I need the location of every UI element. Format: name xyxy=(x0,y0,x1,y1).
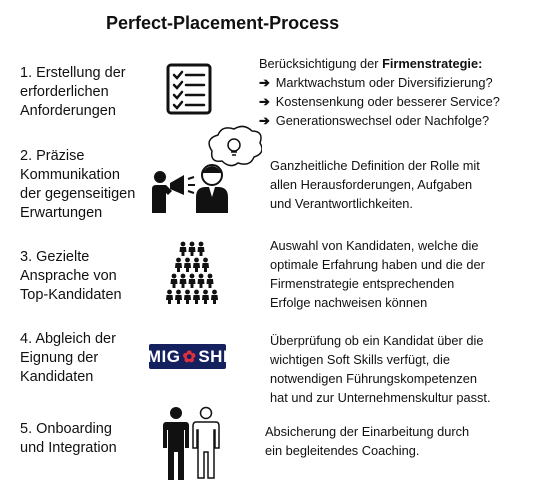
arrow-right-icon: ➔ xyxy=(259,94,270,109)
page-title: Perfect-Placement-Process xyxy=(106,13,340,33)
desc2-line-3: und Verantwortlichkeiten. xyxy=(270,196,413,211)
two-people-icon xyxy=(163,406,220,480)
arrow-right-icon: ➔ xyxy=(259,113,270,128)
crowd-person xyxy=(188,273,196,288)
step-5-line-2: und Integration xyxy=(20,440,117,456)
crowd-person xyxy=(197,273,205,288)
step-3-label: 3. Gezielte Ansprache von Top-Kandidaten xyxy=(20,248,122,305)
strategy-bullet-1: Marktwachstum oder Diversifizierung? xyxy=(275,75,493,90)
megaphone-people-icon xyxy=(152,125,262,213)
crowd-person xyxy=(188,241,196,256)
step-2-label: 2. Präzise Kommunikation der gegenseitig… xyxy=(20,147,135,223)
logo-left-text: MIG xyxy=(146,346,181,366)
step-3-description: Auswahl von Kandidaten, welche die optim… xyxy=(270,236,485,312)
crowd-person xyxy=(206,273,214,288)
step-2-line-2: Kommunikation xyxy=(20,167,120,183)
step-5-description: Absicherung der Einarbeitung durch ein b… xyxy=(265,422,469,460)
step-4-label: 4. Abgleich der Eignung der Kandidaten xyxy=(20,330,116,387)
checklist-icon xyxy=(166,63,212,115)
desc4-line-4: hat und zur Unternehmenskultur passt. xyxy=(270,390,491,405)
crowd-pyramid-icon xyxy=(166,241,218,304)
step-4-line-3: Kandidaten xyxy=(20,369,94,385)
logo-right-text: SHI xyxy=(198,346,229,366)
desc4-line-2: wichtigen Soft Skills verfügt, die xyxy=(270,352,450,367)
step-3-line-3: Top-Kandidaten xyxy=(20,287,122,303)
step-1-line-2: erforderlichen xyxy=(20,84,109,100)
desc3-line-3: Firmenstrategie entsprechenden xyxy=(270,276,455,291)
step-5-label: 5. Onboarding und Integration xyxy=(20,420,117,458)
step-1-line-3: Anforderungen xyxy=(20,103,116,119)
migoshi-logo: MIG✿SHI xyxy=(146,344,229,369)
desc3-line-1: Auswahl von Kandidaten, welche die xyxy=(270,238,479,253)
crowd-person xyxy=(197,241,205,256)
step-1-description: Berücksichtigung der Firmenstrategie: ➔ M… xyxy=(259,54,500,130)
crowd-person xyxy=(179,241,187,256)
step-2-description: Ganzheitliche Definition der Rolle mit a… xyxy=(270,156,480,213)
crowd-person xyxy=(175,289,182,304)
crowd-person xyxy=(202,289,209,304)
flower-icon: ✿ xyxy=(182,348,197,366)
crowd-person xyxy=(202,257,209,272)
desc3-line-2: optimale Erfahrung haben und die der xyxy=(270,257,485,272)
step-2-line-4: Erwartungen xyxy=(20,205,103,221)
step-4-line-1: 4. Abgleich der xyxy=(20,331,116,347)
step-4-line-2: Eignung der xyxy=(20,350,99,366)
crowd-person xyxy=(193,257,200,272)
desc2-line-2: allen Herausforderungen, Aufgaben xyxy=(270,177,473,192)
crowd-person xyxy=(211,289,218,304)
crowd-person xyxy=(193,289,200,304)
crowd-person xyxy=(184,257,191,272)
desc3-line-4: Erfolge nachweisen können xyxy=(270,295,428,310)
crowd-person xyxy=(184,289,191,304)
strategy-bold: Firmenstrategie: xyxy=(382,56,483,71)
crowd-person xyxy=(170,273,178,288)
strategy-intro: Berücksichtigung der xyxy=(259,56,383,71)
crowd-person xyxy=(175,257,182,272)
step-3-line-1: 3. Gezielte xyxy=(20,249,90,265)
desc4-line-3: notwendigen Führungskompetenzen xyxy=(270,371,478,386)
step-1-line-1: 1. Erstellung der xyxy=(20,65,126,81)
step-1-label: 1. Erstellung der erforderlichen Anforde… xyxy=(20,64,126,121)
strategy-bullet-2: Kostensenkung oder besserer Service? xyxy=(275,94,500,109)
arrow-right-icon: ➔ xyxy=(259,75,270,90)
crowd-person xyxy=(166,289,173,304)
desc5-line-2: ein begleitendes Coaching. xyxy=(265,443,420,458)
desc2-line-1: Ganzheitliche Definition der Rolle mit xyxy=(270,158,480,173)
desc4-line-1: Überprüfung ob ein Kandidat über die xyxy=(270,333,484,348)
step-3-line-2: Ansprache von xyxy=(20,268,117,284)
step-2-line-3: der gegenseitigen xyxy=(20,186,136,202)
step-5-line-1: 5. Onboarding xyxy=(20,421,112,437)
desc5-line-1: Absicherung der Einarbeitung durch xyxy=(265,424,470,439)
strategy-bullet-3: Generationswechsel oder Nachfolge? xyxy=(275,113,490,128)
crowd-person xyxy=(179,273,187,288)
step-2-line-1: 2. Präzise xyxy=(20,148,85,164)
step-4-description: Überprüfung ob ein Kandidat über die wic… xyxy=(270,331,491,407)
